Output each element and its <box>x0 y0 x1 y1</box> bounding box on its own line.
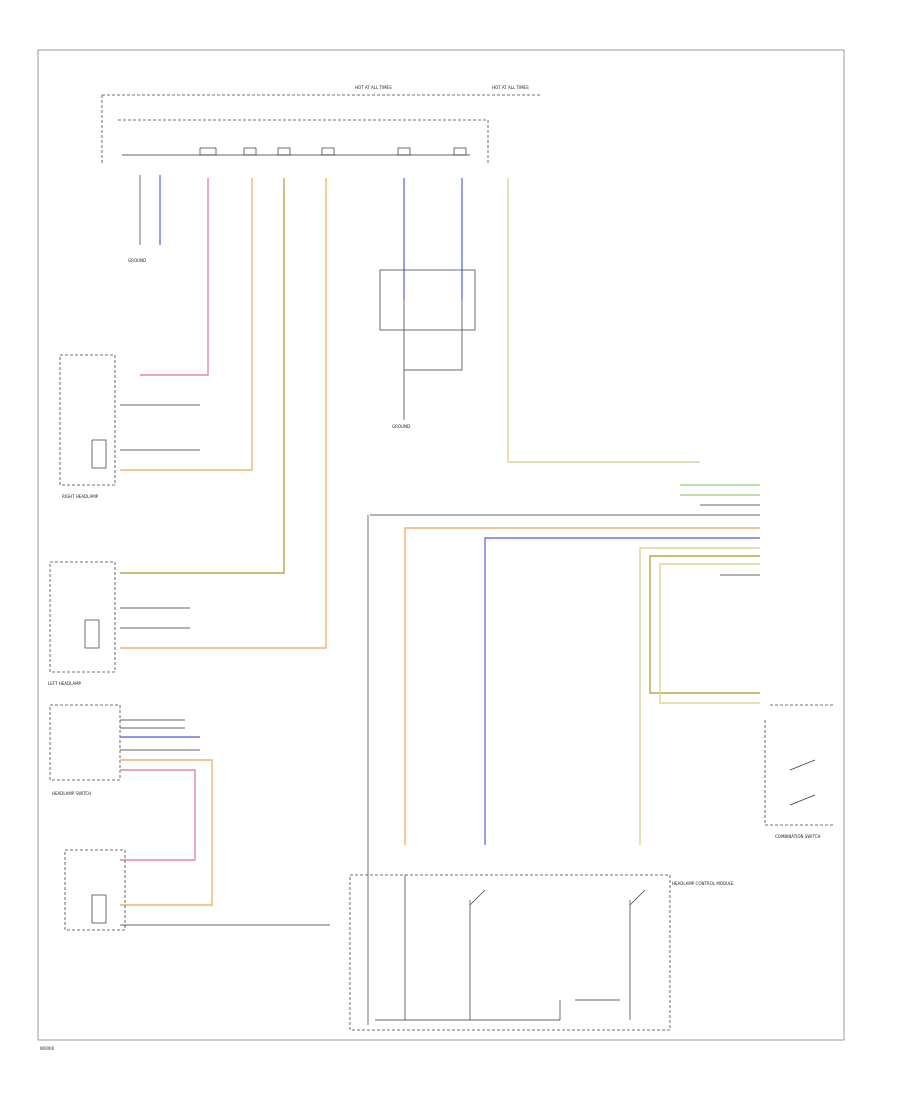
right-headlamp-label: RIGHT HEADLAMP <box>62 494 99 499</box>
headlamp-switch-label: HEADLAMP SWITCH <box>52 791 91 796</box>
olive-wire-left-headlamp <box>120 178 285 574</box>
center-lamp-wires <box>403 300 463 420</box>
yellow-wire-loop <box>659 563 760 704</box>
left-headlamp-box <box>49 561 116 673</box>
diagram-frame <box>37 49 845 1041</box>
blue-wire-module <box>484 537 760 845</box>
yellow-wire <box>507 178 700 463</box>
switch-contacts <box>789 759 816 806</box>
center-lamp-box <box>379 269 476 331</box>
fuse-box-outline <box>101 94 540 165</box>
ground-label-2: GROUND <box>392 424 410 429</box>
left-headlamp-connector <box>84 619 100 649</box>
top-label-2: HOT AT ALL TIMES <box>492 85 529 90</box>
left-headlamp-label: LEFT HEADLAMP <box>48 681 82 686</box>
left-headlamp-wires <box>120 607 190 629</box>
right-headlamp-connector <box>91 439 107 469</box>
module-switch-symbols <box>469 889 646 906</box>
orange-wire-left-headlamp <box>120 178 327 649</box>
olive-wire-loop <box>649 555 760 694</box>
sensor-connector <box>91 894 107 924</box>
sensor-box <box>64 849 126 931</box>
orange-wire-right-headlamp <box>120 178 253 471</box>
switch-stack-outline <box>764 720 835 826</box>
footer-code: W0000 <box>40 1046 55 1051</box>
fuse-row <box>199 147 467 156</box>
yellow-wire-module <box>639 547 760 845</box>
ground-label-1: GROUND <box>128 258 146 263</box>
orange-wire-module <box>404 527 760 845</box>
red-wire <box>140 178 209 376</box>
orange-wire-switch <box>120 759 213 906</box>
headlamp-switch-box <box>49 704 121 781</box>
module-internal-wires <box>375 875 631 1021</box>
module-box <box>349 874 671 1031</box>
module-label: HEADLAMP CONTROL MODULE <box>672 881 734 886</box>
combination-switch-label: COMBINATION SWITCH <box>775 834 820 839</box>
connector-misc-wires <box>700 504 760 576</box>
red-wire-switch <box>120 769 196 861</box>
switch-wires <box>120 719 200 751</box>
top-label-1: HOT AT ALL TIMES <box>355 85 392 90</box>
right-headlamp-wires <box>120 404 200 451</box>
fuse-box-inner <box>118 119 489 165</box>
right-headlamp-box <box>59 354 116 486</box>
